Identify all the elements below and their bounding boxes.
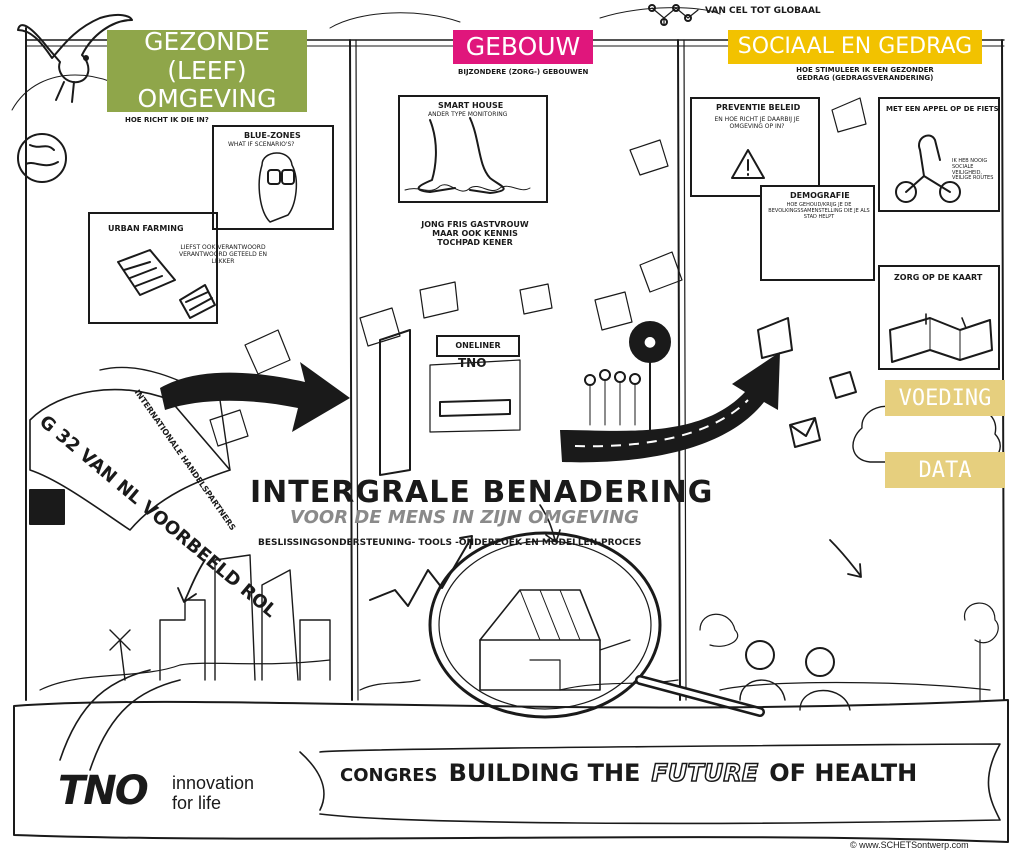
header-gebouw: GEBOUW [453, 30, 593, 64]
card-preventie-beleid-text: EN HOE RICHT JE DAARBIJ JE OMGEVING OP I… [714, 116, 800, 130]
col2-note: JONG FRIS GASTVROUW MAAR OOK KENNIS TOCH… [421, 220, 529, 248]
card-smart-house-title: SMART HOUSE [438, 101, 504, 110]
tno-tagline-line1: innovation [172, 773, 255, 793]
card-appel-fiets: MET EEN APPEL OP DE FIETS IK HEB NOOIG S… [878, 97, 1000, 212]
divider-1 [349, 39, 353, 701]
tag-data: DATA [885, 452, 1005, 488]
header-gebouw-title: GEBOUW [465, 31, 581, 61]
card-appel-fiets-text: IK HEB NOOIG SOCIALE VEILIGHEID, VEILIGE… [952, 158, 994, 182]
card-blue-zones-text: WHAT IF SCENARIO'S? [228, 141, 295, 148]
card-urban-farming-text: LIEFST OOK VERANTWOORD VERANTWOORD GETEE… [179, 244, 267, 265]
tno-tagline-line2: for life [172, 792, 222, 813]
col1-subtitle: HOE RICHT IK DIE IN? [125, 116, 209, 124]
banner-congres: CONGRES BUILDING THE FUTURE OF HEALTH [340, 758, 918, 788]
banner-congres-word: CONGRES [340, 765, 438, 786]
card-demografie-text: HOE GEHOUD/KRIJG JE DE BEVOLKINGSSAMENST… [768, 202, 870, 220]
card-blue-zones: BLUE-ZONES WHAT IF SCENARIO'S? [212, 125, 334, 230]
header-sociaal-gedrag: SOCIAAL EN GEDRAG [728, 30, 982, 64]
card-urban-farming: URBAN FARMING [88, 212, 218, 324]
card-blue-zones-title: BLUE-ZONES [244, 131, 301, 140]
center-subtitle: VOOR DE MENS IN ZIJN OMGEVING [290, 507, 639, 528]
tno-tagline: innovation for life [172, 773, 255, 814]
oneliner-sign: ONELINER [436, 335, 520, 357]
big-arrow-left [160, 362, 350, 432]
card-zorg-kaart: ZORG OP DE KAART [878, 265, 1000, 370]
divider-2 [677, 39, 681, 701]
credit: © www.SCHETSontwerp.com [850, 840, 969, 850]
center-title: INTERGRALE BENADERING [250, 475, 714, 510]
tag-voeding: VOEDING [885, 380, 1005, 416]
card-smart-house-text: ANDER TYPE MONITORING [428, 111, 508, 118]
center-tools: BESLISSINGSONDERSTEUNING- TOOLS -ONDERZO… [258, 538, 642, 548]
card-appel-fiets-title: MET EEN APPEL OP DE FIETS [886, 105, 999, 113]
top-label: VAN CEL TOT GLOBAAL [705, 6, 821, 16]
card-preventie-beleid: PREVENTIE BELEID EN HOE RICHT JE DAARBIJ… [690, 97, 820, 197]
card-demografie-title: DEMOGRAFIE [790, 191, 850, 200]
card-preventie-beleid-title: PREVENTIE BELEID [716, 103, 801, 112]
col3-subtitle: HOE STIMULEER IK EEN GEZONDER GEDRAG (GE… [796, 66, 934, 83]
card-urban-farming-title: URBAN FARMING [108, 224, 184, 233]
header-gezonde-omgeving: GEZONDE (LEEF) OMGEVING [107, 26, 307, 114]
oneliner-label: ONELINER [455, 341, 501, 351]
card-demografie: DEMOGRAFIE HOE GEHOUD/KRIJG JE DE BEVOLK… [760, 185, 875, 281]
banner-building: BUILDING THE [448, 759, 641, 787]
card-smart-house: SMART HOUSE ANDER TYPE MONITORING [398, 95, 548, 203]
arrow-group [160, 352, 780, 463]
tag-data-label: DATA [918, 457, 972, 483]
bicycle-icon: ● [643, 334, 657, 350]
banner-future: FUTURE [651, 758, 759, 787]
header-sociaal-gedrag-title: SOCIAAL EN GEDRAG [737, 34, 973, 60]
divider-right [1001, 39, 1005, 701]
followup-arrow [560, 352, 780, 463]
tno-logo: TNO [58, 768, 149, 814]
col2-subtitle: BIJZONDERE (ZORG-) GEBOUWEN [458, 68, 589, 76]
header-gezonde-omgeving-title: GEZONDE (LEEF) OMGEVING [137, 26, 277, 114]
oneliner-brand: TNO [458, 356, 487, 370]
card-zorg-kaart-title: ZORG OP DE KAART [894, 273, 983, 282]
tag-voeding-label: VOEDING [898, 385, 992, 411]
banner-of-health: OF HEALTH [769, 759, 918, 787]
